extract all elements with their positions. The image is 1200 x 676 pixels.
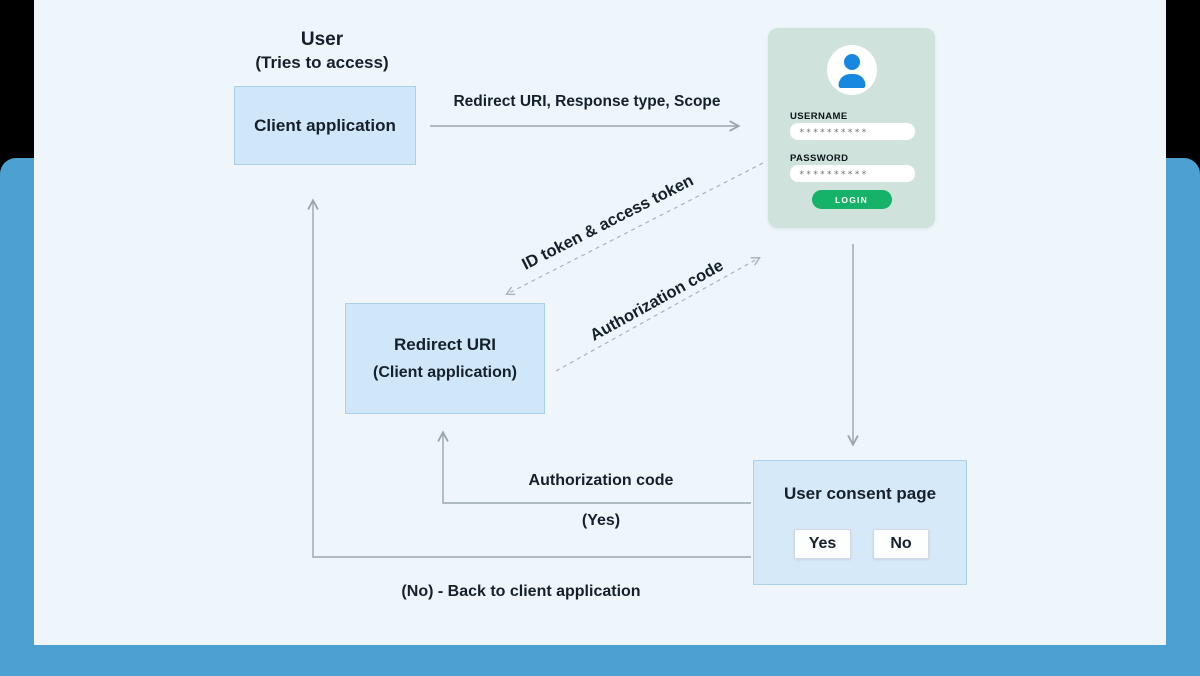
redirect-uri-line2: (Client application) bbox=[373, 364, 517, 382]
avatar-shoulders bbox=[838, 74, 865, 88]
user-heading-line2: (Tries to access) bbox=[255, 52, 389, 72]
diagram-canvas bbox=[34, 0, 1166, 645]
client-application-label: Client application bbox=[254, 115, 396, 135]
arrow-auth-code bbox=[555, 258, 759, 372]
request-arrow-label: Redirect URI, Response type, Scope bbox=[453, 93, 721, 110]
login-form-card: USERNAME PASSWORD LOGIN bbox=[768, 28, 935, 228]
consent-no-button[interactable]: No bbox=[873, 529, 929, 559]
avatar-head bbox=[843, 54, 860, 70]
user-heading: User (Tries to access) bbox=[227, 28, 417, 75]
redirect-uri-line1: Redirect URI bbox=[393, 334, 497, 354]
client-application-node: Client application bbox=[234, 86, 416, 165]
username-input[interactable] bbox=[790, 123, 915, 140]
password-label: PASSWORD bbox=[790, 153, 849, 164]
login-button[interactable]: LOGIN bbox=[811, 190, 892, 209]
user-heading-line1: User bbox=[300, 29, 344, 50]
redirect-uri-node: Redirect URI (Client application) bbox=[345, 303, 545, 414]
no-path-label: (No) - Back to client application bbox=[401, 583, 641, 600]
consent-yes-button[interactable]: Yes bbox=[794, 529, 851, 559]
user-avatar-icon bbox=[826, 45, 877, 95]
auth-code-return-label: Authorization code bbox=[528, 472, 674, 489]
consent-title: User consent page bbox=[783, 484, 937, 503]
arrow-no-elbow bbox=[313, 201, 751, 558]
yes-path-label: (Yes) bbox=[581, 512, 621, 529]
password-input[interactable] bbox=[790, 165, 915, 182]
username-label: USERNAME bbox=[790, 111, 848, 122]
arrow-yes-elbow bbox=[443, 433, 751, 504]
user-consent-node: User consent page Yes No bbox=[753, 460, 967, 585]
